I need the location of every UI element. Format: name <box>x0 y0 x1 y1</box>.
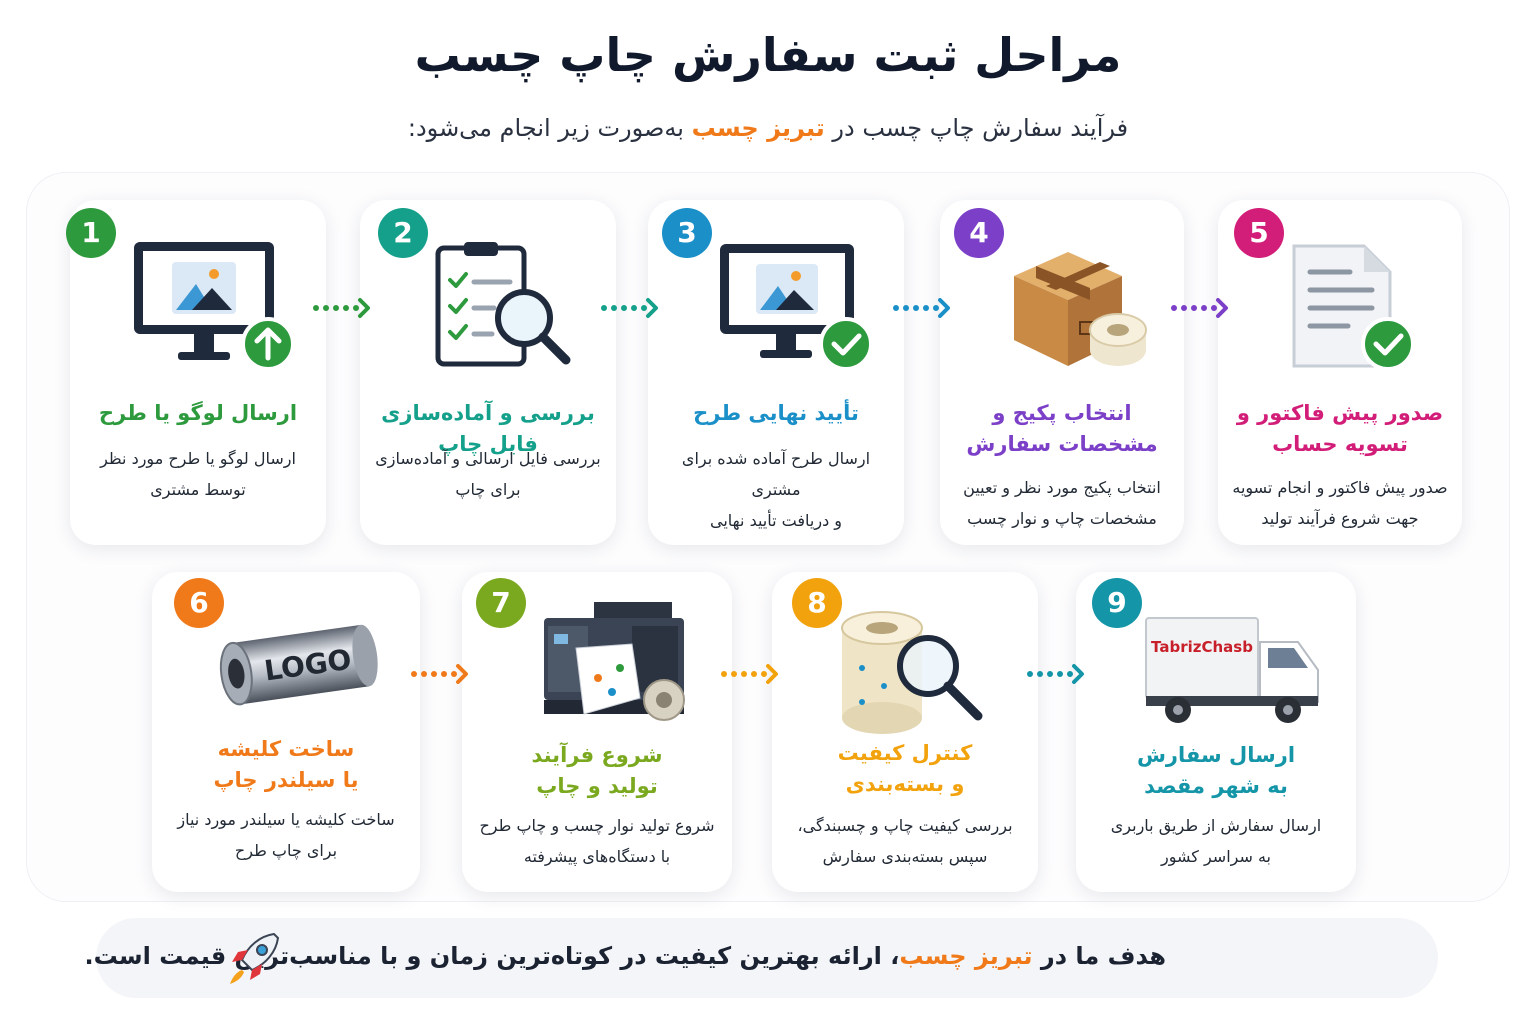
step-card-2: 2 بررسی و آماده‌سازی فایل چاپ بررسی فایل… <box>360 200 616 545</box>
tape-magnifier-icon <box>841 611 983 734</box>
arrow-step-6-7 <box>411 664 468 684</box>
clipboard-search-icon <box>435 242 571 367</box>
box-tape-icon <box>1014 252 1147 366</box>
rocket-icon <box>230 932 280 984</box>
arrow-step-8-9 <box>1027 664 1084 684</box>
step-card-1: 1 ارسال لوگو یا طرح ارسال لوگو یا طرح مو… <box>66 200 326 545</box>
footer-banner: هدف ما در تبریز چسب، ارائه بهترین کیفیت … <box>84 918 1438 998</box>
arrow-step-4-5 <box>1171 298 1228 318</box>
step-number-badge: 1 <box>66 208 116 258</box>
step-number-badge: 3 <box>662 208 712 258</box>
step-title: ارسال لوگو یا طرح <box>98 401 298 425</box>
arrow-step-7-8 <box>721 664 778 684</box>
step-number-badge: 4 <box>954 208 1004 258</box>
step-number-badge: 6 <box>174 578 224 628</box>
brand-name: تبریز چسب <box>691 114 825 142</box>
arrow-step-3-4 <box>893 298 950 318</box>
step-number-badge: 9 <box>1092 578 1142 628</box>
step-number-badge: 2 <box>378 208 428 258</box>
cylinder-icon: LOGO <box>219 624 378 706</box>
step-number-badge: 5 <box>1234 208 1284 258</box>
step-description: بررسی کیفیت چاپ و چسبندگی،سپس بسته‌بندی … <box>797 816 1013 866</box>
footer-text: هدف ما در تبریز چسب، ارائه بهترین کیفیت … <box>84 942 1166 970</box>
printer-machine-icon <box>544 602 685 721</box>
truck-icon: TabrizChasb <box>1145 617 1319 723</box>
step-title: تأیید نهایی طرح <box>693 401 859 425</box>
truck-brand-text: TabrizChasb <box>1151 638 1253 656</box>
arrow-step-1-2 <box>313 298 370 318</box>
page-title: مراحل ثبت سفارش چاپ چسب <box>414 28 1122 82</box>
monitor-check-icon <box>720 244 873 371</box>
monitor-upload-icon <box>134 242 295 371</box>
arrow-step-2-3 <box>601 298 658 318</box>
invoice-check-icon <box>1292 244 1415 371</box>
step-number-badge: 8 <box>792 578 842 628</box>
step-number-badge: 7 <box>476 578 526 628</box>
footer-brand: تبریز چسب <box>899 942 1033 970</box>
page-subtitle: فرآیند سفارش چاپ چسب در تبریز چسب به‌صور… <box>407 114 1129 142</box>
step-title: بررسی و آماده‌سازی فایل چاپ <box>381 401 595 456</box>
step-card-3: 3 تأیید نهایی طرح ارسال طرح آماده شده بر… <box>648 200 904 545</box>
